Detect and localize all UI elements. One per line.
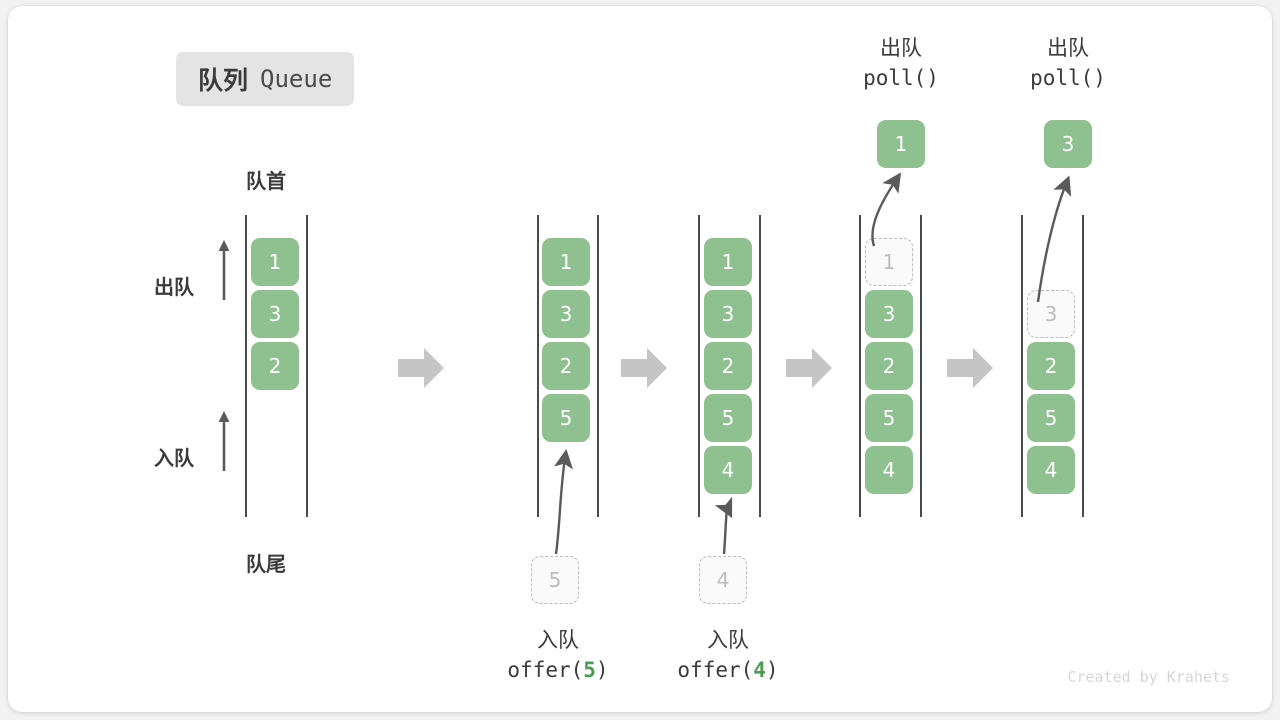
queue-element-new: 5: [542, 394, 590, 442]
dequeue-direction-label: 出队: [154, 277, 194, 299]
ghost-element: 5: [531, 556, 579, 604]
diagram-card: 队列 Queue 队首 队尾 出队 入队 1 3 2: [8, 6, 1272, 712]
rail-left-col3: [859, 215, 861, 517]
rail-left-col0: [245, 215, 247, 517]
rail-right-col1: [597, 215, 599, 517]
flow-arrow-icon: [786, 346, 832, 390]
operation-caption-code: offer(4): [677, 657, 779, 682]
queue-element: 3: [865, 290, 913, 338]
dequeue-motion-arrow-3: [1036, 175, 1072, 303]
queue-element: 1: [251, 238, 299, 286]
title-english: Queue: [260, 65, 333, 93]
queue-element: 2: [704, 342, 752, 390]
queue-element: 1: [542, 238, 590, 286]
queue-element: 2: [251, 342, 299, 390]
queue-head-label: 队首: [246, 171, 286, 193]
queue-element: 3: [542, 290, 590, 338]
operation-caption-chinese: 出队: [880, 37, 922, 60]
operation-caption-poll-3: 出队 poll(): [988, 34, 1148, 94]
enqueue-direction-label: 入队: [154, 448, 194, 470]
ghost-element: 4: [699, 556, 747, 604]
rail-right-col2: [759, 215, 761, 517]
flow-arrow-icon: [621, 346, 667, 390]
operation-caption-code: offer(5): [507, 657, 609, 682]
rail-left-col1: [537, 215, 539, 517]
popped-element: 3: [1044, 120, 1092, 168]
queue-element: 3: [251, 290, 299, 338]
operation-caption-code: poll(): [1030, 65, 1106, 90]
flow-arrow-icon: [398, 346, 444, 390]
queue-element-new: 4: [704, 446, 752, 494]
ghost-element: 1: [865, 238, 913, 286]
queue-element: 5: [704, 394, 752, 442]
rail-left-col2: [698, 215, 700, 517]
enqueue-motion-arrow-5: [553, 448, 573, 555]
queue-element: 2: [1027, 342, 1075, 390]
operation-caption-code: poll(): [863, 65, 939, 90]
rail-right-col0: [306, 215, 308, 517]
rail-left-col4: [1021, 215, 1023, 517]
queue-element: 4: [1027, 446, 1075, 494]
watermark: Created by Krahets: [1067, 668, 1230, 686]
rail-right-col4: [1082, 215, 1084, 517]
queue-element: 5: [865, 394, 913, 442]
queue-tail-label: 队尾: [246, 554, 286, 576]
dequeue-arrow-icon: [216, 239, 232, 301]
queue-element: 4: [865, 446, 913, 494]
operation-caption-offer-5: 入队 offer(5): [478, 626, 638, 686]
rail-right-col3: [920, 215, 922, 517]
operation-caption-chinese: 入队: [537, 629, 579, 652]
ghost-element: 3: [1027, 290, 1075, 338]
enqueue-motion-arrow-4: [714, 496, 733, 555]
operation-caption-chinese: 入队: [707, 629, 749, 652]
operation-caption-chinese: 出队: [1047, 37, 1089, 60]
queue-element: 3: [704, 290, 752, 338]
flow-arrow-icon: [947, 346, 993, 390]
title-badge: 队列 Queue: [176, 52, 355, 106]
operation-caption-poll-1: 出队 poll(): [821, 34, 981, 94]
queue-element: 2: [865, 342, 913, 390]
operation-caption-offer-4: 入队 offer(4): [648, 626, 808, 686]
title-chinese: 队列: [198, 67, 249, 95]
popped-element: 1: [877, 120, 925, 168]
dequeue-motion-arrow-1: [871, 172, 902, 247]
enqueue-arrow-icon: [216, 410, 232, 472]
queue-element: 1: [704, 238, 752, 286]
queue-element: 2: [542, 342, 590, 390]
queue-element: 5: [1027, 394, 1075, 442]
